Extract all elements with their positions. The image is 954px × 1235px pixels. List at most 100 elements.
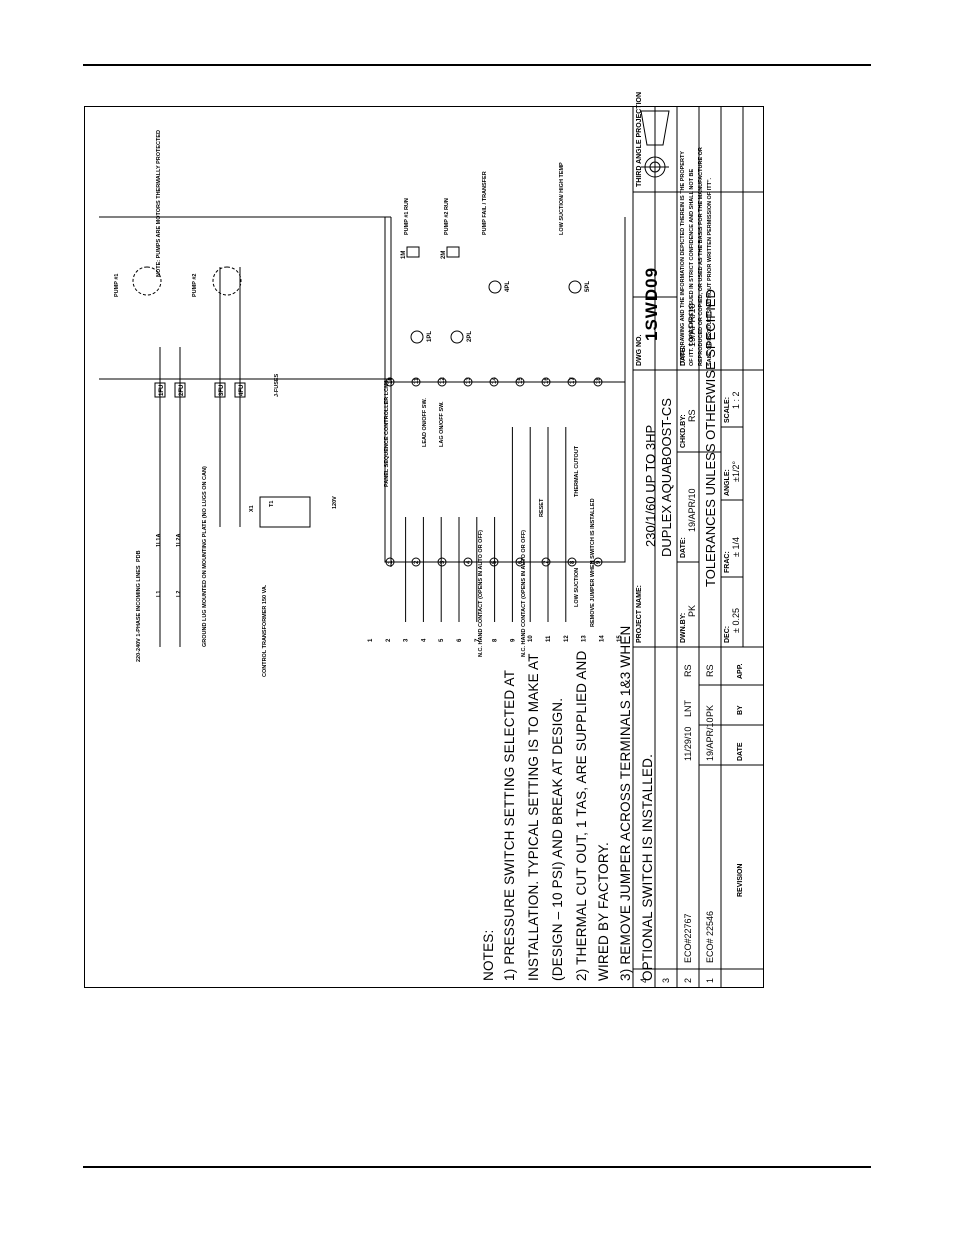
- rev-eco: ECO#22767: [683, 913, 693, 963]
- terminal-label: 17: [570, 377, 576, 384]
- rung-number: 7: [475, 638, 481, 642]
- rev-header-app: APP.: [737, 663, 744, 679]
- terminal-label: 4: [466, 560, 472, 564]
- motor-note: NOTE: PUMPS ARE MOTORS THERMALLY PROTECT…: [156, 130, 162, 277]
- terminal-label: 3: [440, 560, 446, 564]
- l1a-label: 1L1A: [156, 533, 162, 547]
- pilot-light: [568, 280, 582, 294]
- low-suction-label: LOW SUCTION: [574, 567, 580, 607]
- rung-number: 3: [404, 638, 410, 642]
- rung-number: 8: [493, 638, 499, 642]
- project-label: PROJECT NAME:: [636, 585, 643, 643]
- fuse-label: 4FU: [239, 385, 245, 396]
- note-line: (DESIGN – 10 PSI) AND BREAK AT DESIGN.: [550, 697, 565, 981]
- terminal: [515, 377, 525, 387]
- pilot-light: [488, 280, 502, 294]
- rev-no: 3: [661, 977, 671, 983]
- rung-number: 1: [368, 638, 374, 642]
- chkd-by-label: CHKD.BY:: [680, 414, 687, 448]
- terminal: [489, 557, 499, 567]
- rung-number: 6: [457, 638, 463, 642]
- project-line1: 230/1/60 UP TO 3HP: [643, 424, 658, 547]
- terminal: [515, 557, 525, 567]
- terminal: [463, 557, 473, 567]
- date-label: DATE:: [680, 537, 687, 558]
- pilot-light: [450, 330, 464, 344]
- proprietary-line: REPRODUCED OR COPIED, OR USED AS THE BAS…: [698, 147, 704, 366]
- rev-header-date: DATE: [737, 742, 744, 761]
- rev-no: 2: [683, 977, 693, 983]
- hand-contact-2: N.C. HAND CONTACT (OPENS IN AUTO OR OFF): [521, 529, 527, 657]
- pump1-label: PUMP #1: [114, 273, 120, 297]
- l2-label: L2: [176, 590, 182, 597]
- note-line: 1) PRESSURE SWITCH SETTING SELECTED AT: [502, 669, 517, 981]
- bottom-rule: [83, 1166, 871, 1168]
- rev-eco: ECO# 22546: [705, 910, 715, 963]
- terminal: [489, 377, 499, 387]
- terminal-label: 15: [518, 377, 524, 384]
- reset-label: RESET: [539, 498, 545, 517]
- pilot-label: 4PL: [505, 281, 511, 292]
- terminal-label: 11: [414, 377, 420, 384]
- dwn-by: PK: [687, 604, 697, 617]
- note-line: 2) THERMAL CUT OUT, 1 TAS, ARE SUPPLIED …: [574, 650, 589, 981]
- rev-header-revision: REVISION: [737, 863, 744, 897]
- rev-by: PK: [705, 704, 715, 717]
- terminal-label: 9: [596, 560, 602, 564]
- terminal-label: 5: [492, 560, 498, 564]
- controller-label: PANEL SEQUENCE CONTROLLER LCM1: [384, 380, 390, 487]
- terminal: [567, 557, 577, 567]
- terminal: [437, 557, 447, 567]
- chkd-by: RS: [687, 409, 697, 422]
- proprietary-line: "THIS DRAWING AND THE INFORMATION DEPICT…: [680, 151, 686, 366]
- rev-header-by: BY: [737, 705, 744, 715]
- frac: ± 1/4: [731, 537, 741, 557]
- rung-number: 12: [564, 635, 570, 642]
- fuse-body: [234, 382, 246, 398]
- lag-switch: LAG ON/OFF SW.: [439, 401, 445, 447]
- low-suction-temp: LOW SUCTION/ HIGH TEMP: [559, 162, 565, 235]
- pump1-run: PUMP #1 RUN: [404, 198, 410, 235]
- terminal-label: 14: [492, 377, 498, 384]
- rung-number: 11: [546, 635, 552, 642]
- terminal-label: 12: [440, 377, 446, 384]
- note-line: 3) REMOVE JUMPER ACROSS TERMINALS 1&3 WH…: [618, 625, 633, 981]
- jumper-label: REMOVE JUMPER WHEN SWITCH IS INSTALLED: [590, 498, 596, 627]
- dec-label: DEC:: [724, 625, 731, 643]
- rev-by: LNT: [683, 699, 693, 717]
- pump-fail: PUMP FAIL / TRANSFER: [482, 171, 488, 235]
- terminal: [385, 377, 395, 387]
- projection-label: THIRD ANGLE PROJECTION: [636, 91, 643, 187]
- transformer-label: CONTROL TRANSFORMER 150 VA.: [262, 584, 268, 677]
- angle: ±1/2°: [731, 460, 741, 482]
- terminal: [593, 557, 603, 567]
- transformer-core: [259, 496, 311, 528]
- terminal-label: 13: [466, 377, 472, 384]
- l1-label: L1: [156, 590, 162, 597]
- scale: 1 : 2: [731, 391, 741, 409]
- relay-coil: [406, 246, 420, 258]
- incoming-lines: 220-240V 1-PHASE INCOMING LINES: [136, 565, 142, 662]
- terminal: [411, 377, 421, 387]
- terminal-label: 2: [414, 560, 420, 564]
- pdb-label: PDB: [136, 550, 142, 562]
- t1-label: T1: [269, 500, 275, 507]
- rung-number: 15: [617, 635, 623, 642]
- dec: ± 0.25: [731, 608, 741, 633]
- pump2-label: PUMP #2: [192, 273, 198, 297]
- pump2-run: PUMP #2 RUN: [444, 198, 450, 235]
- terminal-label: 8: [570, 560, 576, 564]
- rung-number: 5: [439, 638, 445, 642]
- jfuses-label: J-FUSES: [274, 373, 280, 397]
- fuse-label: 1FU: [159, 385, 165, 396]
- terminal: [463, 377, 473, 387]
- v120-label: 120V: [332, 496, 338, 509]
- terminal: [385, 557, 395, 567]
- lead-switch: LEAD ON/OFF SW.: [422, 398, 428, 447]
- pilot-light: [410, 330, 424, 344]
- rev-app: RS: [705, 664, 715, 677]
- terminal-label: 7: [544, 560, 550, 564]
- pilot-label: 1PL: [427, 331, 433, 342]
- controller-box: [384, 381, 626, 563]
